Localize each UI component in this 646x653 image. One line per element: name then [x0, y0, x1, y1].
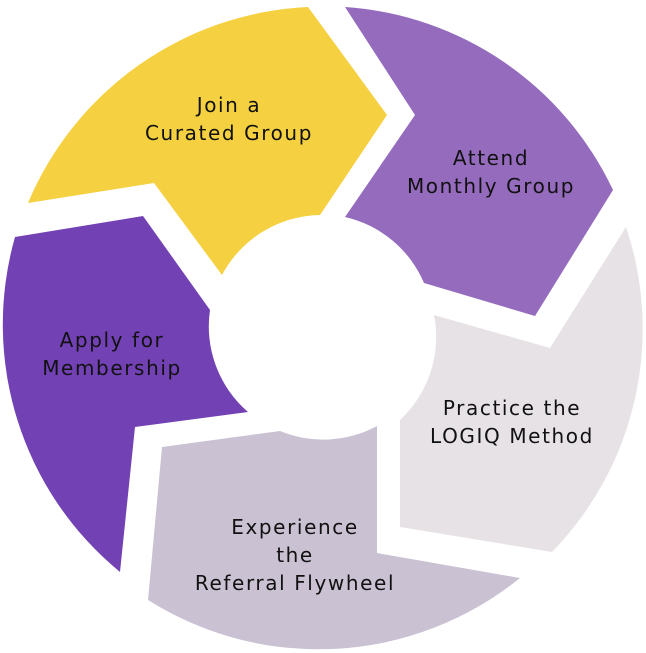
step-label-apply: Apply for Membership [42, 326, 182, 382]
segment-apply-for-membership [2, 216, 249, 572]
step-label-practice: Practice the LOGIQ Method [430, 394, 594, 450]
step-label-join: Join a Curated Group [145, 91, 313, 147]
step-label-line: Referral Flywheel [194, 571, 396, 595]
segment-join-curated-group [28, 7, 387, 275]
step-label-line: Membership [42, 356, 182, 380]
segment-experience-referral-flywheel [148, 426, 520, 650]
step-label-line: Apply for [59, 328, 165, 352]
segment-practice-logiq-method [400, 227, 643, 552]
segment-attend-monthly-group [345, 7, 613, 316]
step-label-line: Join a [196, 93, 262, 117]
step-label-line: Practice the [442, 396, 582, 420]
step-label-line: Attend [452, 146, 530, 170]
step-label-line: Monthly Group [406, 174, 576, 198]
step-label-line: the [276, 543, 314, 567]
step-label-attend: Attend Monthly Group [407, 144, 575, 200]
step-label-line: Curated Group [144, 121, 314, 145]
step-label-experience: Experience the Referral Flywheel [195, 513, 395, 597]
step-label-line: LOGIQ Method [430, 424, 594, 448]
step-label-line: Experience [231, 515, 359, 539]
